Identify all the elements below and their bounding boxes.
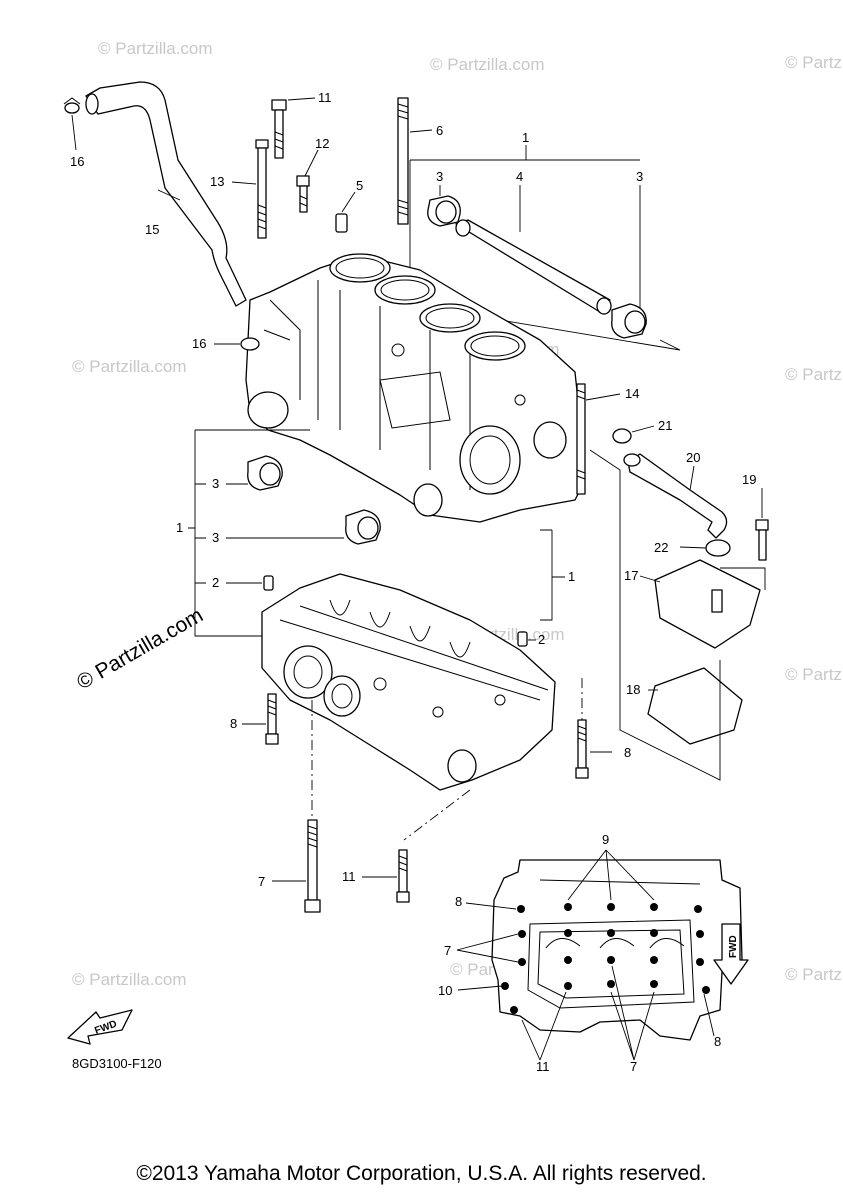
callout-12: 12 xyxy=(315,136,329,151)
upper-crankcase xyxy=(245,253,586,523)
clamp-22 xyxy=(679,539,731,557)
callout-9-plan: 9 xyxy=(602,832,609,847)
callout-8-right: 8 xyxy=(624,745,631,760)
callout-17: 17 xyxy=(624,568,638,583)
hose-clamp-16-top xyxy=(63,97,81,151)
callout-7-plan-bottom: 7 xyxy=(630,1059,637,1074)
hose-clamp-16-mid xyxy=(214,337,260,351)
callout-13: 13 xyxy=(210,174,224,189)
callout-16-mid: 16 xyxy=(192,336,206,351)
watermark-1: © Partzilla.com xyxy=(98,39,213,58)
callout-16-top: 16 xyxy=(70,154,84,169)
stud-6 xyxy=(397,97,433,225)
callout-1-top: 1 xyxy=(522,130,529,145)
callout-21: 21 xyxy=(658,418,672,433)
dowel-2-left xyxy=(226,575,274,591)
callout-15: 15 xyxy=(145,222,159,237)
callout-8-plan-right: 8 xyxy=(714,1034,721,1049)
callout-14: 14 xyxy=(625,386,639,401)
callout-8-plan-top: 8 xyxy=(455,894,462,909)
callout-11-plan: 11 xyxy=(536,1059,550,1074)
bolt-7 xyxy=(272,819,321,913)
fwd-arrow-icon: FWD xyxy=(67,1009,133,1045)
lower-crankcase xyxy=(261,573,556,791)
bushing-3-left-a xyxy=(226,455,283,491)
callout-1-right: 1 xyxy=(568,569,575,584)
hose-15 xyxy=(85,81,247,307)
watermark-11: © Partzilla.com xyxy=(785,965,843,984)
bushing-assembly-top xyxy=(409,145,681,351)
callout-1-left: 1 xyxy=(176,520,183,535)
copyright-notice: ©2013 Yamaha Motor Corporation, U.S.A. A… xyxy=(136,1162,707,1185)
cover-17 xyxy=(639,559,766,649)
bolt-19 xyxy=(755,488,769,561)
watermark-9: © Partzilla.com xyxy=(72,970,187,989)
callout-3-left-b: 3 xyxy=(212,530,219,545)
clip-21 xyxy=(612,425,655,444)
callout-11-top: 11 xyxy=(318,90,332,105)
callout-3-left-a: 3 xyxy=(212,476,219,491)
watermark-4: © Partzilla.com xyxy=(72,357,187,376)
bolt-8-left xyxy=(242,693,279,745)
callout-2-left: 2 xyxy=(212,575,219,590)
callout-5: 5 xyxy=(356,178,363,193)
centerline-bolt-11 xyxy=(403,789,471,841)
callout-18: 18 xyxy=(626,682,640,697)
hose-20 xyxy=(623,453,728,539)
callout-20: 20 xyxy=(686,450,700,465)
callout-11-bolt: 11 xyxy=(342,869,356,884)
bolt-pattern-plan-view xyxy=(456,849,743,1061)
callout-6: 6 xyxy=(436,123,443,138)
callout-3-top-left: 3 xyxy=(436,169,443,184)
bolt-8-right xyxy=(575,719,612,779)
callout-4: 4 xyxy=(516,169,523,184)
bolt-12 xyxy=(296,149,319,213)
fwd-label-plan: FWD xyxy=(728,935,739,958)
watermark-brand: © Partzilla.com xyxy=(73,604,207,695)
bolt-11-lower xyxy=(362,849,410,903)
watermark-2: © Partzilla.com xyxy=(430,55,545,74)
callout-19: 19 xyxy=(742,472,756,487)
fwd-arrow-icon: FWD xyxy=(713,923,749,985)
bolt-11-top xyxy=(271,97,316,159)
dowel-5 xyxy=(335,191,356,233)
bracket-left xyxy=(188,429,310,637)
callout-2-right: 2 xyxy=(538,632,545,647)
watermark-3: © Partzilla.com xyxy=(785,53,843,72)
watermark-6: © Partzilla.com xyxy=(785,365,843,384)
gasket-18 xyxy=(647,667,743,745)
callout-8-left: 8 xyxy=(230,716,237,731)
callout-7-plan-left: 7 xyxy=(444,943,451,958)
stud-14 xyxy=(576,383,621,495)
dowel-2-right xyxy=(517,631,536,647)
callout-10-plan: 10 xyxy=(438,983,452,998)
callout-22: 22 xyxy=(654,540,668,555)
bushing-3-left-b xyxy=(226,509,381,545)
bolt-13 xyxy=(231,139,269,239)
watermark-8: © Partzilla.com xyxy=(785,665,843,684)
callout-3-top-right: 3 xyxy=(636,169,643,184)
callouts: 1 3 4 3 5 6 11 12 13 15 16 16 14 21 20 1… xyxy=(70,90,756,1074)
diagram-code: 8GD3100-F120 xyxy=(72,1056,162,1071)
bracket-right xyxy=(540,529,565,621)
leader-frame-right xyxy=(589,449,721,781)
callout-7-bolt: 7 xyxy=(258,874,265,889)
